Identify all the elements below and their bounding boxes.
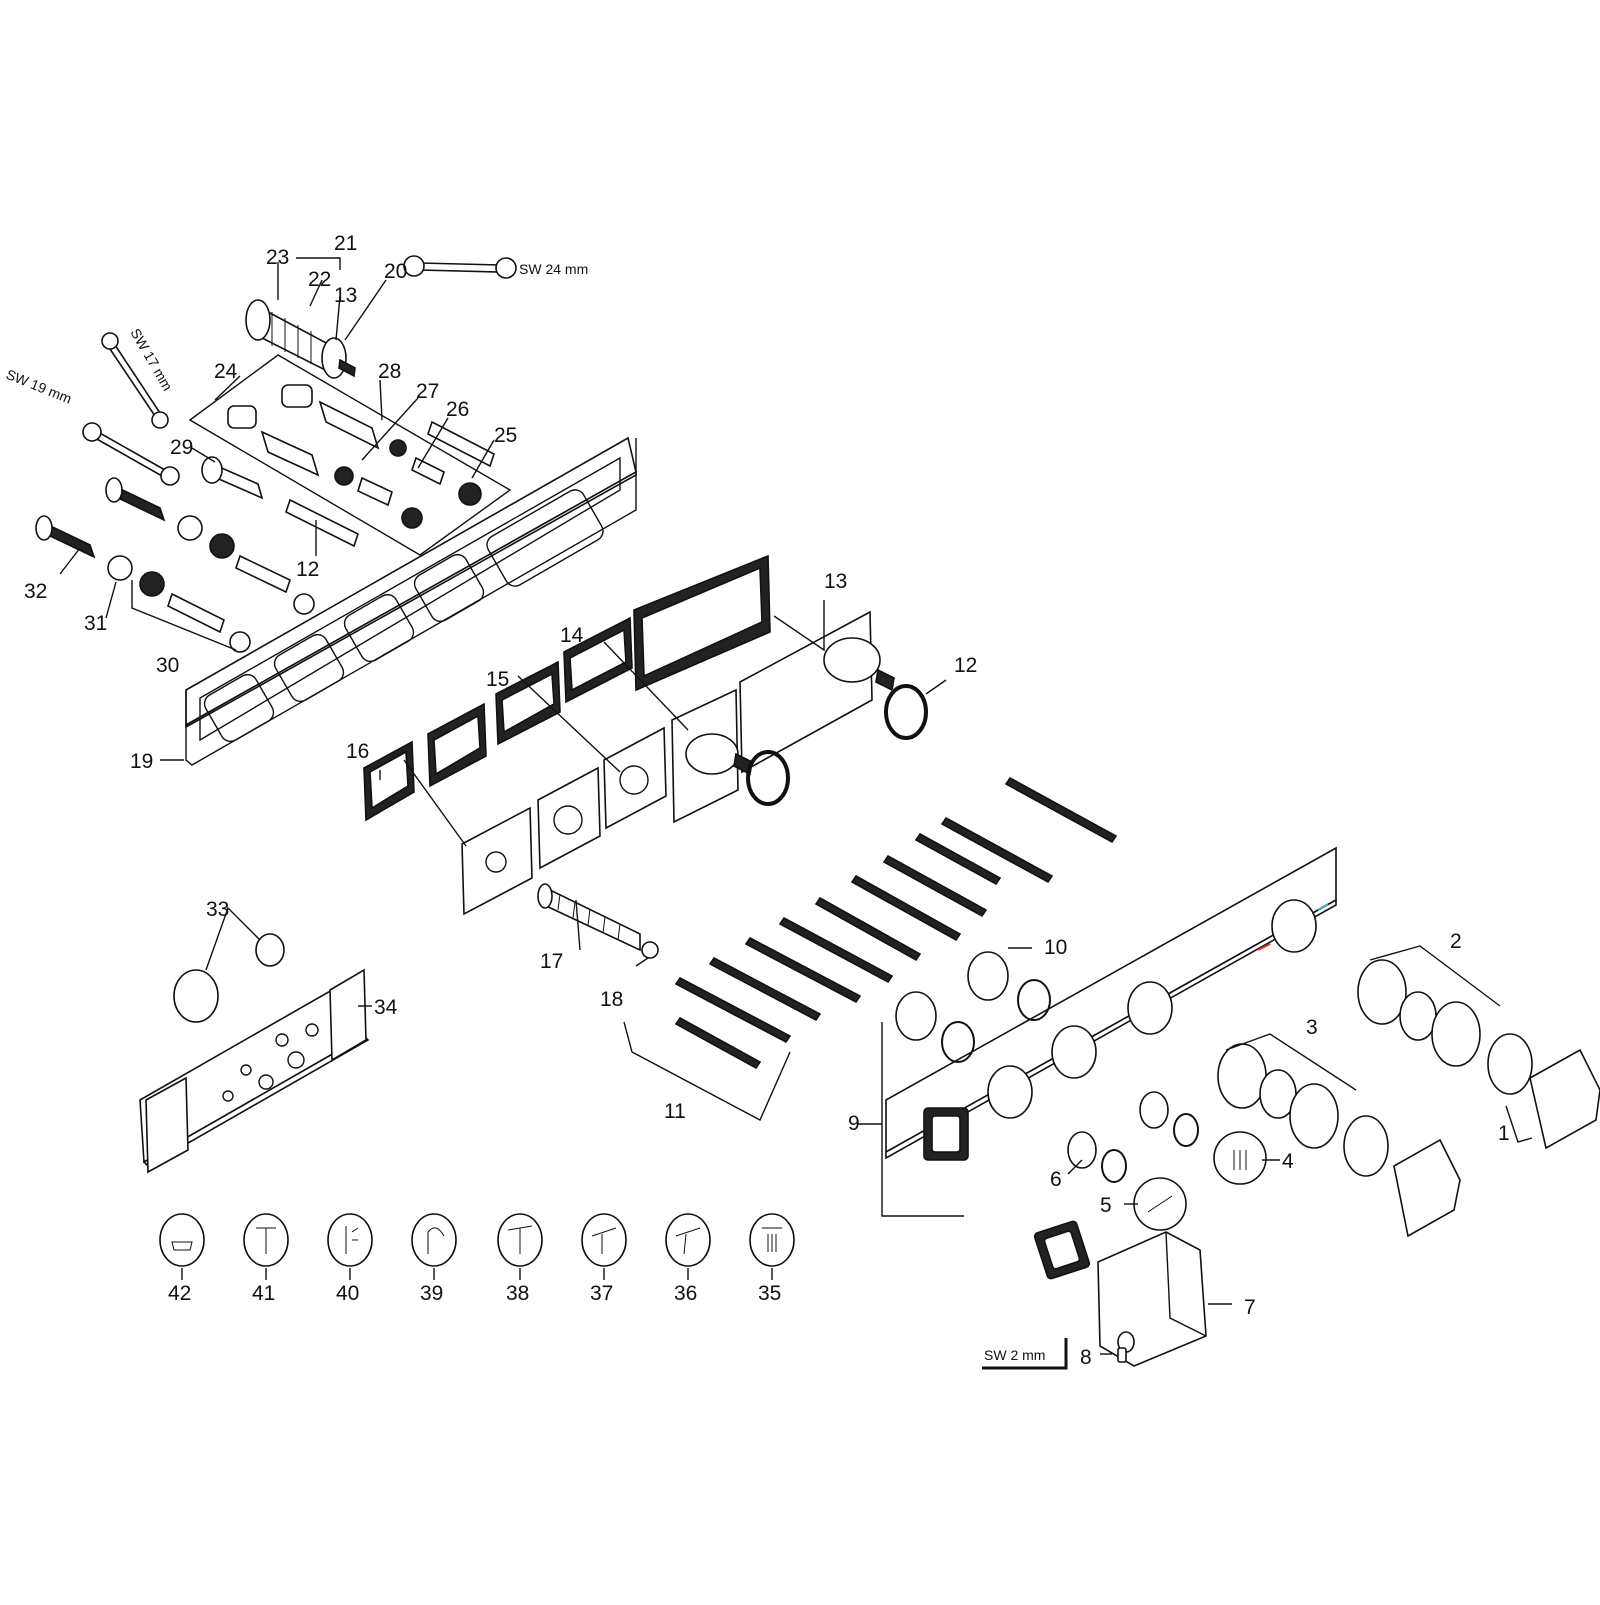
- callout-18: 18: [600, 988, 623, 1011]
- button-35-rain-icon: [749, 1213, 795, 1267]
- callout-2: 2: [1450, 930, 1462, 953]
- callout-13-right: 13: [824, 570, 847, 593]
- callout-7: 7: [1244, 1296, 1256, 1319]
- wrench-sw17-icon: [101, 332, 169, 429]
- callout-10: 10: [1044, 936, 1067, 959]
- trim-plate: [881, 846, 1337, 1217]
- callout-34: 34: [374, 996, 398, 1019]
- button-39-handshower-icon: [411, 1213, 457, 1267]
- callout-26: 26: [446, 398, 469, 421]
- callout-39: 39: [420, 1282, 443, 1305]
- callout-28: 28: [378, 360, 401, 383]
- callout-9: 9: [848, 1112, 860, 1135]
- button-38-overhead-icon: [497, 1213, 543, 1267]
- wrench-sw19-icon: [82, 422, 180, 486]
- callout-42: 42: [168, 1282, 191, 1305]
- seal-gaskets: [363, 554, 771, 822]
- stop-valve-assembly: [35, 477, 315, 653]
- callout-40: 40: [336, 1282, 359, 1305]
- fixing-screws: [623, 776, 1118, 1121]
- blanking-cap: [173, 906, 285, 1023]
- callout-29: 29: [170, 436, 193, 459]
- callout-35: 35: [758, 1282, 781, 1305]
- callout-15: 15: [486, 668, 509, 691]
- callout-22: 22: [308, 268, 331, 291]
- callout-6: 6: [1050, 1168, 1062, 1191]
- callout-41: 41: [252, 1282, 275, 1305]
- shower-holder: [1097, 1231, 1207, 1367]
- callout-16: 16: [346, 740, 369, 763]
- tool-label-sw19: SW 19 mm: [4, 366, 74, 407]
- button-42-bath-icon: [159, 1213, 205, 1267]
- callout-labels: 1 2 3 4 5 6 7 8 9 10 11 12 12 13 13 14 1…: [24, 232, 1510, 1369]
- callout-32: 32: [24, 580, 47, 603]
- installation-bracket: [139, 968, 370, 1174]
- button-40-jet-icon: [327, 1213, 373, 1267]
- callout-38: 38: [506, 1282, 529, 1305]
- callout-25: 25: [494, 424, 517, 447]
- callout-11: 11: [664, 1100, 686, 1123]
- mounting-frame: [185, 436, 637, 766]
- push-buttons: [1033, 1091, 1267, 1280]
- callout-27: 27: [416, 380, 439, 403]
- wrench-sw24-icon: [403, 255, 517, 279]
- cold-mark-icon: [1317, 903, 1329, 911]
- callout-1: 1: [1498, 1122, 1510, 1145]
- knob-assemblies: [1217, 945, 1600, 1238]
- button-37-overhead-icon: [581, 1213, 627, 1267]
- callout-5: 5: [1100, 1194, 1112, 1217]
- button-36-overhead-icon: [665, 1213, 711, 1267]
- leader-lines: [59, 257, 1280, 1355]
- callout-20: 20: [384, 260, 407, 283]
- callout-36: 36: [674, 1282, 697, 1305]
- button-41-rain-icon: [243, 1213, 289, 1267]
- callout-31: 31: [84, 612, 107, 635]
- hex-key-icon: [982, 1338, 1068, 1370]
- fixing-nuts: [895, 951, 1051, 1063]
- grub-screw: [1117, 1347, 1127, 1363]
- callout-23: 23: [266, 246, 289, 269]
- callout-37: 37: [590, 1282, 613, 1305]
- callout-30: 30: [156, 654, 179, 677]
- hot-mark-icon: [1257, 943, 1271, 951]
- callout-19: 19: [130, 750, 153, 773]
- symbol-buttons-row: [159, 1213, 795, 1267]
- callout-21: 21: [334, 232, 357, 255]
- valve-spare-parts: [188, 354, 512, 556]
- callout-4: 4: [1282, 1150, 1294, 1173]
- callout-8: 8: [1080, 1346, 1092, 1369]
- extension-sleeve: [537, 883, 659, 959]
- diverter-valves: [685, 637, 928, 806]
- callout-13-top: 13: [334, 284, 357, 307]
- callout-17: 17: [540, 950, 563, 973]
- callout-33: 33: [206, 898, 229, 921]
- callout-3: 3: [1306, 1016, 1318, 1039]
- callout-12-top: 12: [296, 558, 319, 581]
- tool-label-sw24: SW 24 mm: [519, 261, 588, 277]
- thermostat-cartridge: [245, 299, 356, 379]
- callout-24: 24: [214, 360, 238, 383]
- callout-14: 14: [560, 624, 584, 647]
- tool-label-sw2: SW 2 mm: [984, 1347, 1045, 1363]
- callout-12-right: 12: [954, 654, 977, 677]
